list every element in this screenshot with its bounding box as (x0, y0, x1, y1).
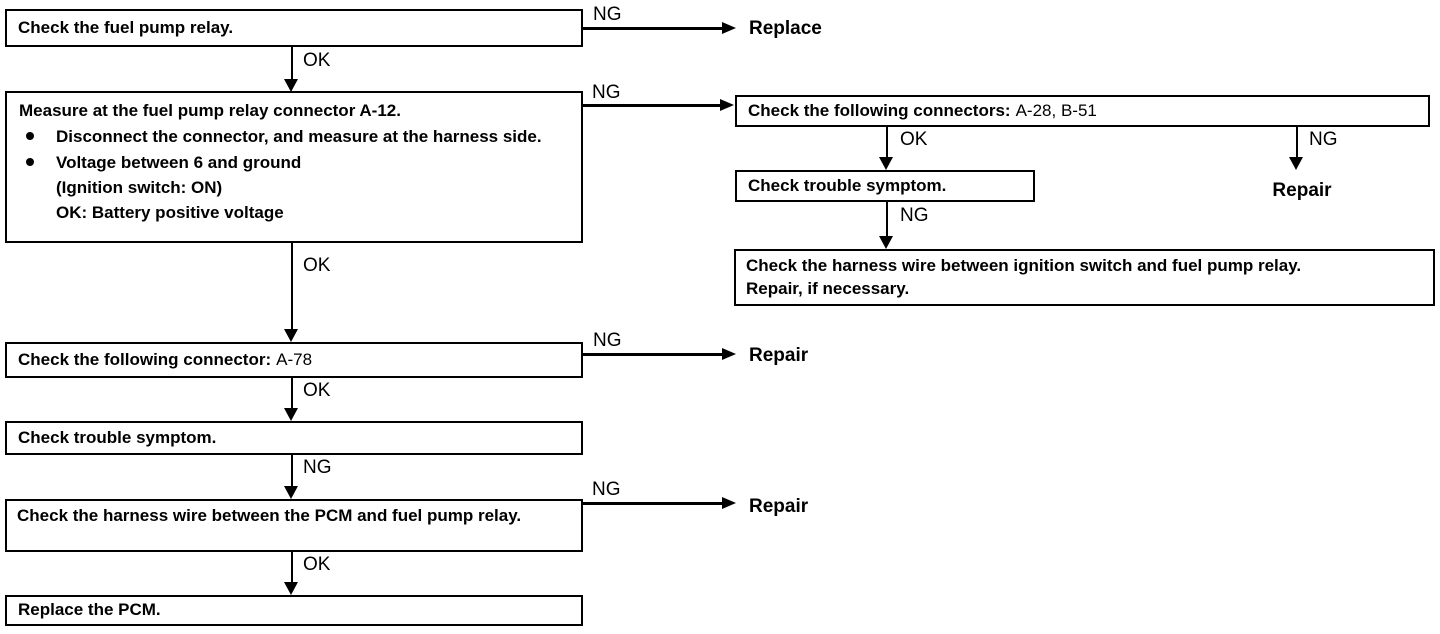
arrow-line (291, 378, 293, 409)
step-replace-pcm: Replace the PCM. (5, 595, 583, 626)
edge-label-ng: NG (593, 330, 622, 351)
step-check-trouble-symptom-left: Check trouble symptom. (5, 421, 583, 455)
edge-label-ng: NG (592, 82, 621, 103)
arrowhead-right-icon (722, 348, 736, 360)
step-title: Measure at the fuel pump relay connector… (19, 101, 401, 120)
arrow-line (583, 353, 722, 356)
step-check-harness-ignition: Check the harness wire between ignition … (734, 249, 1435, 306)
edge-label-ng: NG (593, 4, 622, 25)
arrow-line (291, 552, 293, 583)
edge-label-ok: OK (303, 554, 331, 575)
step-text-line: Check the harness wire between ignition … (746, 256, 1302, 275)
step-text: Check trouble symptom. (18, 427, 217, 447)
connector-id: A-78 (276, 349, 313, 369)
step-text: Check the following connectors: (748, 100, 1011, 120)
terminal-repair: Repair (749, 496, 809, 517)
edge-label-ng: NG (1309, 129, 1338, 150)
arrow-line (1296, 127, 1298, 158)
arrowhead-down-icon (879, 236, 893, 249)
arrowhead-down-icon (284, 408, 298, 421)
bullet-line: (Ignition switch: ON) (56, 178, 223, 197)
step-check-fuel-pump-relay: Check the fuel pump relay. (5, 9, 583, 47)
arrowhead-down-icon (284, 582, 298, 595)
step-text: Check trouble symptom. (748, 175, 947, 195)
edge-label-ng: NG (900, 205, 929, 226)
bullet-line: OK: Battery positive voltage (56, 203, 284, 222)
arrowhead-right-icon (720, 99, 734, 111)
edge-label-ok: OK (303, 50, 331, 71)
arrowhead-down-icon (879, 157, 893, 170)
terminal-replace: Replace (749, 18, 822, 39)
bullet-icon (26, 158, 34, 166)
step-text: Check the following connector: (18, 349, 272, 369)
connector-ids: A-28, B-51 (1015, 100, 1097, 120)
bullet-line: Voltage between 6 and ground (56, 153, 302, 172)
edge-label-ok: OK (303, 380, 331, 401)
step-text: Replace the PCM. (18, 600, 161, 620)
step-check-harness-pcm: Check the harness wire between the PCM a… (5, 499, 583, 552)
bullet-item: Disconnect the connector, and measure at… (7, 123, 581, 149)
terminal-repair: Repair (1272, 180, 1332, 201)
arrowhead-down-icon (284, 329, 298, 342)
step-measure-connector-a12: Measure at the fuel pump relay connector… (5, 91, 583, 243)
bullet-text: Disconnect the connector, and measure at… (56, 127, 542, 146)
arrowhead-right-icon (722, 22, 736, 34)
terminal-repair: Repair (749, 345, 809, 366)
bullet-icon (26, 132, 34, 140)
arrow-line (291, 243, 293, 330)
arrow-line (583, 27, 722, 30)
edge-label-ok: OK (900, 129, 928, 150)
arrow-line (291, 455, 293, 487)
bullet-item: Voltage between 6 and ground (Ignition s… (7, 149, 581, 225)
arrow-line (886, 202, 888, 237)
edge-label-ok: OK (303, 255, 331, 276)
arrowhead-down-icon (284, 486, 298, 499)
arrowhead-right-icon (722, 497, 736, 509)
step-check-trouble-symptom-right: Check trouble symptom. (735, 170, 1035, 202)
arrowhead-down-icon (284, 79, 298, 92)
step-text: Check the fuel pump relay. (18, 17, 234, 37)
step-text-line: Repair, if necessary. (746, 278, 910, 298)
edge-label-ng: NG (303, 457, 332, 478)
bullet-text: Voltage between 6 and ground (Ignition s… (56, 150, 575, 225)
arrow-line (886, 127, 888, 158)
step-text: Check the harness wire between the PCM a… (17, 506, 522, 525)
step-check-connector-a78: Check the following connector: A-78 (5, 342, 583, 378)
arrowhead-down-icon (1289, 157, 1303, 170)
edge-label-ng: NG (592, 479, 621, 500)
arrow-line (583, 104, 720, 107)
step-check-connectors-a28-b51: Check the following connectors: A-28, B-… (735, 95, 1430, 127)
arrow-line (291, 47, 293, 81)
arrow-line (583, 502, 722, 505)
